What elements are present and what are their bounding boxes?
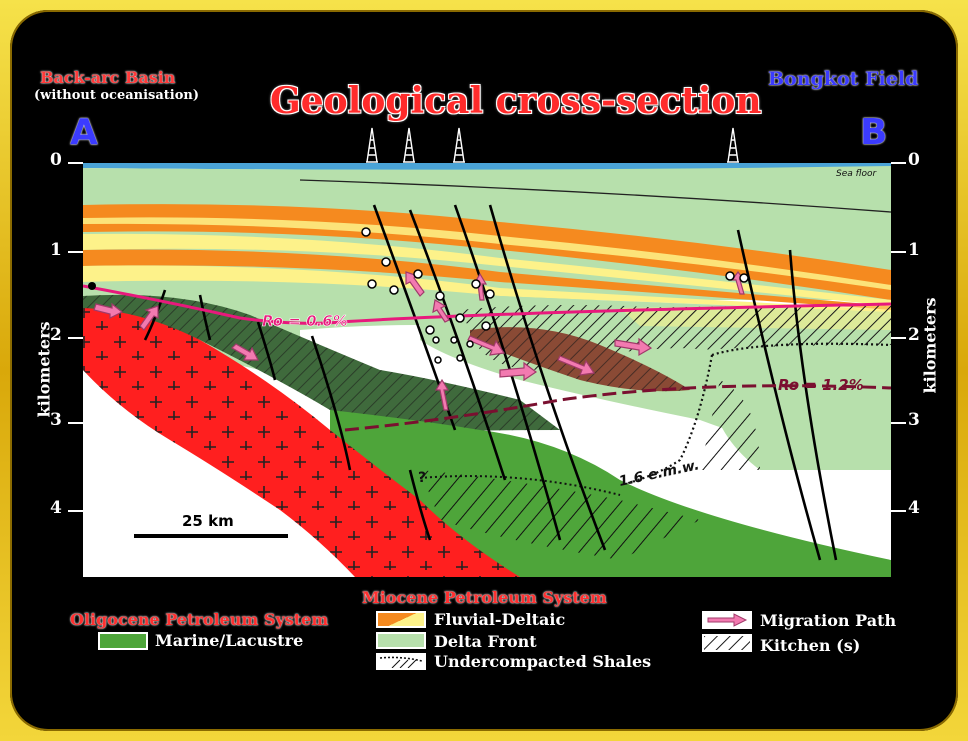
right-tick-1: 1 bbox=[908, 240, 920, 260]
delta-front-label: Delta Front bbox=[434, 632, 537, 651]
scale-bar-label: 25 km bbox=[182, 512, 234, 530]
undercompacted-shales-label: Undercompacted Shales bbox=[434, 652, 652, 671]
migration-path-label: Migration Path bbox=[760, 611, 897, 630]
miocene-legend-title: Miocene Petroleum System bbox=[362, 588, 607, 607]
right-tick-4: 4 bbox=[908, 498, 920, 518]
left-tick-4: 4 bbox=[50, 498, 62, 518]
undercompacted-shales bbox=[300, 325, 891, 540]
kitchen-swatch bbox=[702, 634, 752, 652]
undercompacted-shales-swatch bbox=[376, 653, 426, 670]
migration-path-swatch bbox=[702, 611, 752, 629]
kitchen-label: Kitchen (s) bbox=[760, 636, 861, 655]
left-tick-2: 2 bbox=[50, 325, 62, 345]
ro-deep-line bbox=[344, 384, 891, 432]
fluvial-band-2 bbox=[83, 249, 891, 310]
right-tick-3: 3 bbox=[908, 410, 920, 430]
marine-lacustre-swatch bbox=[98, 632, 148, 650]
faults bbox=[143, 204, 838, 561]
left-tick-0: 0 bbox=[50, 150, 62, 170]
fluvial-deltaic-label: Fluvial-Deltaic bbox=[434, 610, 566, 629]
ro-shallow-line bbox=[83, 284, 891, 325]
oligocene-legend-title: Oligocene Petroleum System bbox=[70, 610, 329, 629]
endpoint-b-label: B bbox=[860, 112, 888, 153]
back-arc-basin-subtitle: (without oceanisation) bbox=[34, 88, 200, 103]
drilling-rig-icons bbox=[366, 127, 739, 163]
ro-deep-label: Ro = 1.2% bbox=[778, 376, 864, 394]
left-tick-1: 1 bbox=[50, 240, 62, 260]
depth-tick-lines bbox=[68, 162, 906, 512]
yellow-band bbox=[83, 233, 891, 306]
delta-front-swatch bbox=[376, 632, 426, 649]
question-mark: ? bbox=[418, 470, 426, 486]
fluvial-deltaic-swatch bbox=[376, 611, 426, 628]
marine-lacustre-label: Marine/Lacustre bbox=[155, 631, 304, 650]
sea-layer bbox=[83, 163, 891, 170]
bongkot-field-label: Bongkot Field bbox=[768, 68, 919, 90]
right-tick-2: 2 bbox=[908, 325, 920, 345]
seep-marker bbox=[88, 282, 96, 290]
ro-shallow-label: Ro = 0.6% bbox=[262, 312, 348, 330]
oligocene-marine-lacustre bbox=[330, 410, 891, 577]
fluvial-band-1 bbox=[83, 204, 891, 300]
sea-floor-label: Sea floor bbox=[836, 169, 877, 179]
endpoint-a-label: A bbox=[70, 112, 98, 153]
back-arc-basin-label: Back-arc Basin bbox=[40, 68, 176, 87]
left-tick-3: 3 bbox=[50, 410, 62, 430]
right-tick-0: 0 bbox=[908, 150, 920, 170]
page-title: Geological cross-section bbox=[270, 80, 762, 122]
hydrocarbon-shows bbox=[361, 227, 749, 364]
